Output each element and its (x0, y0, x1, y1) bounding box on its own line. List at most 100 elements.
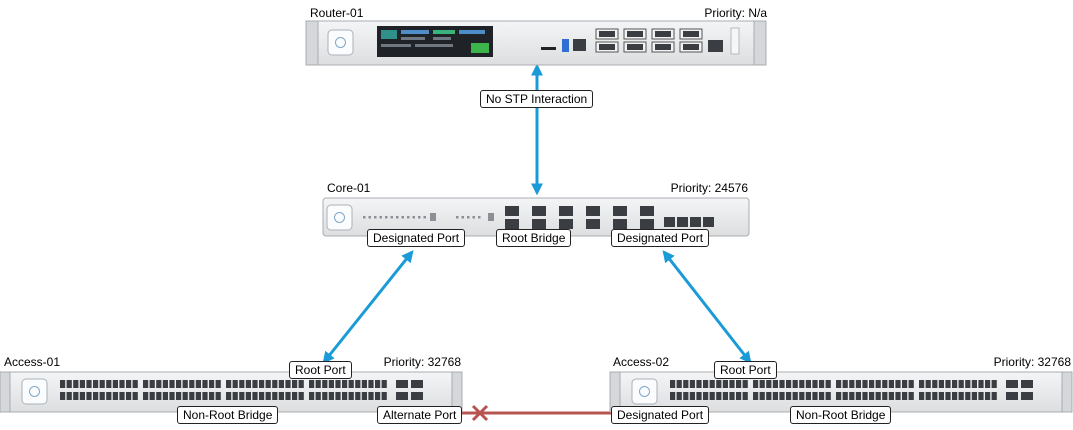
port (869, 392, 875, 400)
port (716, 380, 722, 388)
port (812, 392, 818, 400)
root-bridge-label: Root Bridge (496, 229, 572, 247)
port (488, 213, 494, 221)
port (292, 392, 298, 400)
port (799, 392, 805, 400)
port (106, 392, 112, 400)
port (368, 380, 374, 388)
port (670, 380, 676, 388)
access1-core-link (322, 250, 414, 364)
access1-name: Access-01 (4, 355, 61, 369)
port (938, 380, 944, 388)
access2-sfp-ports (1006, 380, 1033, 400)
access2-root-port-label: Root Port (714, 361, 777, 379)
port (786, 380, 792, 388)
port (73, 380, 79, 388)
port (742, 380, 748, 388)
port (467, 216, 470, 219)
port (278, 380, 284, 388)
port (696, 392, 702, 400)
access1-role-label: Non-Root Bridge (177, 406, 279, 424)
port (862, 380, 868, 388)
logo-icon (21, 378, 48, 405)
port (66, 380, 72, 388)
port (73, 392, 79, 400)
port (965, 392, 971, 400)
port (162, 380, 168, 388)
port (126, 380, 132, 388)
port (355, 392, 361, 400)
port (759, 392, 765, 400)
port (855, 392, 861, 400)
router-name: Router-01 (310, 6, 364, 20)
port (298, 380, 304, 388)
port (985, 380, 991, 388)
port (411, 380, 423, 388)
port (461, 216, 464, 219)
port (1006, 380, 1018, 388)
port (106, 380, 112, 388)
no-stp-label: No STP Interaction (480, 90, 594, 108)
port (971, 380, 977, 388)
port (322, 380, 328, 388)
port (292, 380, 298, 388)
access1-device (0, 371, 463, 413)
alternate-port-label: Alternate Port (377, 406, 463, 424)
port (309, 392, 315, 400)
port (189, 392, 195, 400)
port (882, 392, 888, 400)
port (1021, 380, 1033, 388)
port (505, 206, 519, 216)
port (99, 380, 105, 388)
port (505, 219, 519, 229)
port (919, 380, 925, 388)
port (875, 380, 881, 388)
port (149, 380, 155, 388)
port (766, 392, 772, 400)
port (965, 380, 971, 388)
port (112, 392, 118, 400)
port (1006, 392, 1018, 400)
port (683, 31, 699, 37)
port (925, 392, 931, 400)
port (259, 380, 265, 388)
port (209, 380, 215, 388)
port (315, 392, 321, 400)
port (855, 380, 861, 388)
port (93, 392, 99, 400)
access1-rj45-ports (60, 380, 387, 400)
port (945, 392, 951, 400)
port (245, 392, 251, 400)
port (239, 392, 245, 400)
port (722, 392, 728, 400)
port (753, 392, 759, 400)
port (952, 392, 958, 400)
port (613, 206, 627, 216)
access2-designated-port-label: Designated Port (611, 406, 710, 424)
port (703, 392, 709, 400)
port (812, 380, 818, 388)
port (79, 392, 85, 400)
port (368, 392, 374, 400)
port (655, 44, 671, 50)
port (285, 392, 291, 400)
port (60, 380, 66, 388)
logo-icon (327, 29, 354, 56)
port (176, 380, 182, 388)
port (978, 392, 984, 400)
port (696, 380, 702, 388)
port (169, 380, 175, 388)
port (736, 380, 742, 388)
port (1021, 392, 1033, 400)
port (925, 380, 931, 388)
port (335, 392, 341, 400)
port (766, 380, 772, 388)
port (285, 380, 291, 388)
port (361, 392, 367, 400)
port (272, 392, 278, 400)
port (176, 392, 182, 400)
port (156, 380, 162, 388)
port (132, 380, 138, 388)
port (396, 380, 408, 388)
core-rj45-ports (664, 217, 714, 227)
